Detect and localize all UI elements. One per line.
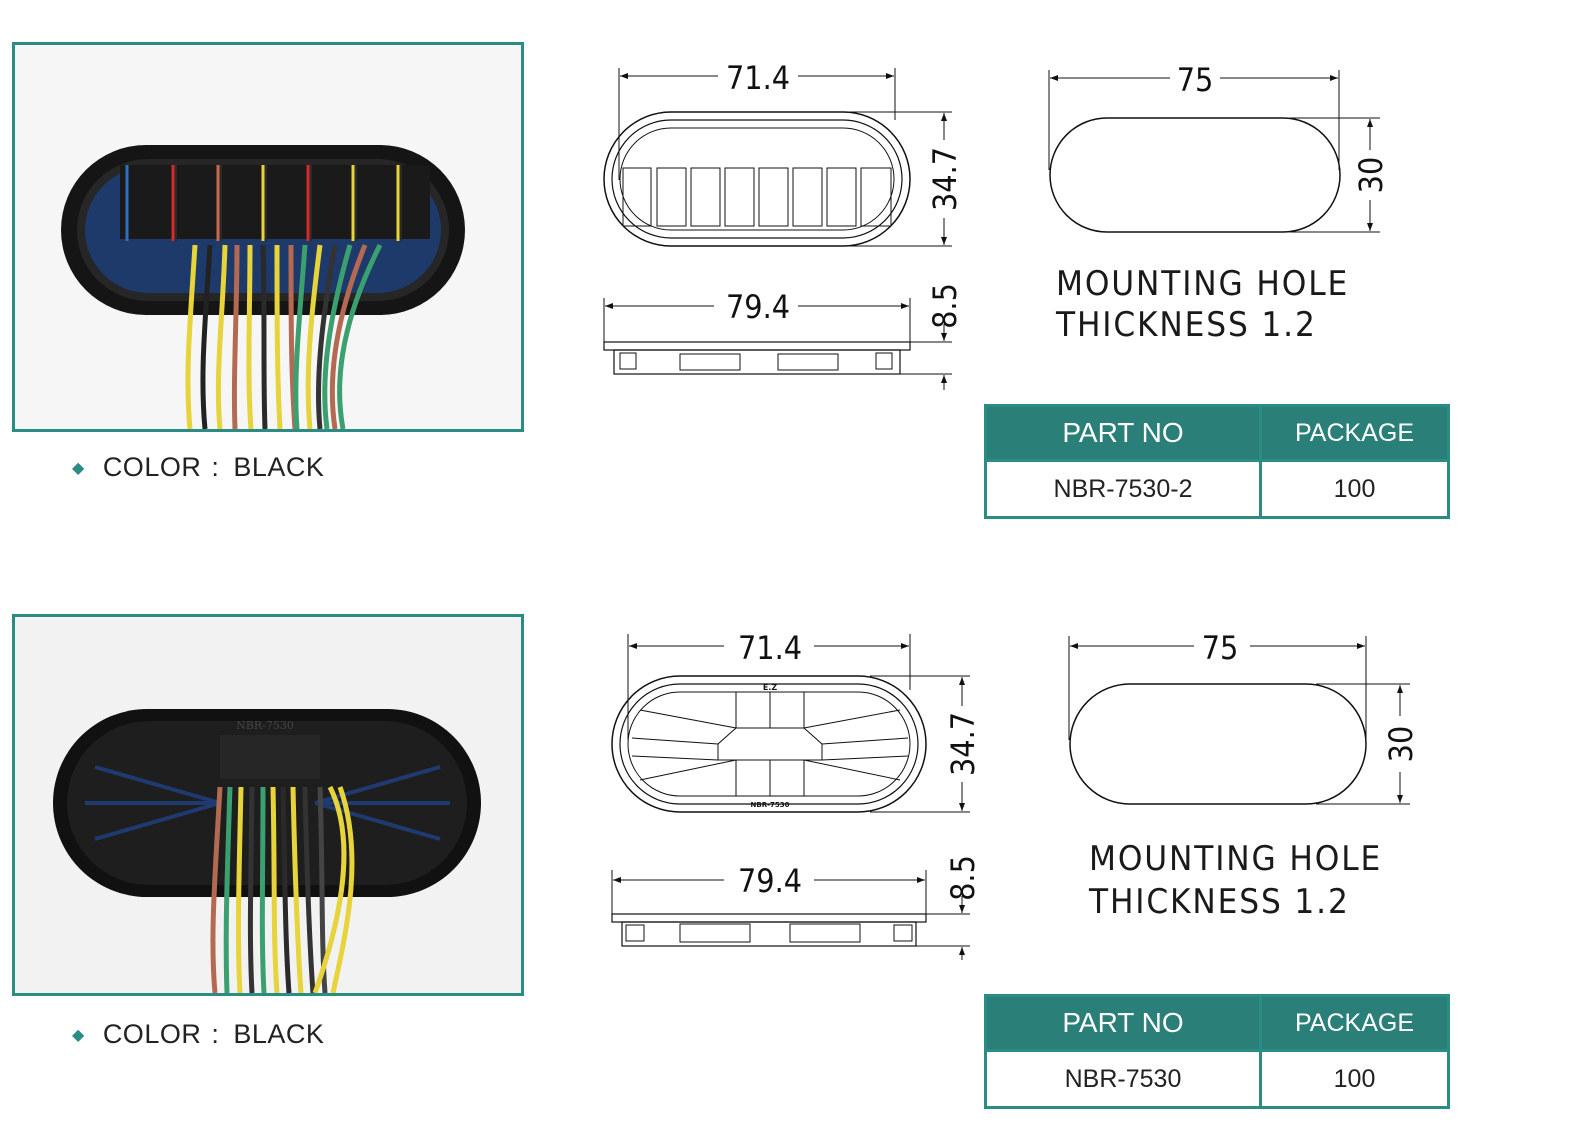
part-no-cell: NBR-7530 [984,1049,1262,1109]
mounting-hole-line2: THICKNESS 1.2 [1056,305,1317,345]
diamond-bullet-icon: ◆ [72,1026,85,1044]
part-no-header: PART NO [984,404,1262,462]
grommet-photo-illustration [15,45,521,429]
mounting-hole-drawing: 75 30 [1040,50,1400,250]
mounting-hole-drawing: 75 30 [1060,620,1420,830]
dim-overall: 79.4 [726,288,790,326]
photo-mark: NBR-7530 [236,719,294,732]
diamond-bullet-icon: ◆ [72,459,85,477]
color-value: BLACK [233,452,325,482]
part-table: PART NO PACKAGE NBR-7530 100 [984,994,1450,1109]
hole-height: 30 [1352,157,1390,194]
mounting-hole-note: MOUNTING HOLE THICKNESS 1.2 [1089,838,1382,924]
dim-length: 71.4 [726,59,790,97]
dim-depth: 8.5 [944,855,982,901]
grommet-dimension-drawing: 71.4 34.7 79.4 [590,50,990,390]
hole-width: 75 [1202,629,1239,667]
package-cell: 100 [1259,1049,1450,1109]
mounting-hole-note: MOUNTING HOLE THICKNESS 1.2 [1056,264,1349,346]
product-photo: NBR-7530 [12,614,524,996]
grommet-dimension-drawing: E.Z NBR-7530 71.4 34.7 [600,620,1000,960]
dim-length: 71.4 [738,629,802,667]
product-nbr-7530-2: ◆ COLOR : BLACK [0,0,1594,560]
colon-separator: : [211,452,220,482]
color-value: BLACK [233,1019,325,1049]
grommet-mark-bottom: NBR-7530 [751,801,790,809]
color-spec: ◆ COLOR : BLACK [72,1019,324,1050]
dim-depth: 8.5 [926,283,964,329]
hole-width: 75 [1177,61,1214,99]
mounting-hole-line1: MOUNTING HOLE [1089,839,1383,879]
product-nbr-7530: NBR-7530 ◆ COLOR : BLACK [0,570,1594,1130]
mounting-hole-line2: THICKNESS 1.2 [1089,882,1350,922]
color-spec: ◆ COLOR : BLACK [72,452,324,483]
dim-height: 34.7 [926,147,964,211]
hole-height: 30 [1382,726,1420,763]
package-header: PACKAGE [1259,994,1450,1052]
colon-separator: : [211,1019,220,1049]
part-table: PART NO PACKAGE NBR-7530-2 100 [984,404,1450,519]
part-no-header: PART NO [984,994,1262,1052]
package-header: PACKAGE [1259,404,1450,462]
product-photo [12,42,524,432]
dim-height: 34.7 [944,712,982,776]
grommet-mark-top: E.Z [763,683,778,692]
package-cell: 100 [1259,459,1450,519]
mounting-hole-line1: MOUNTING HOLE [1056,264,1350,304]
part-no-cell: NBR-7530-2 [984,459,1262,519]
dim-overall: 79.4 [738,862,802,900]
color-label: COLOR [102,452,202,482]
color-label: COLOR [102,1019,202,1049]
grommet-photo-illustration: NBR-7530 [15,617,521,993]
